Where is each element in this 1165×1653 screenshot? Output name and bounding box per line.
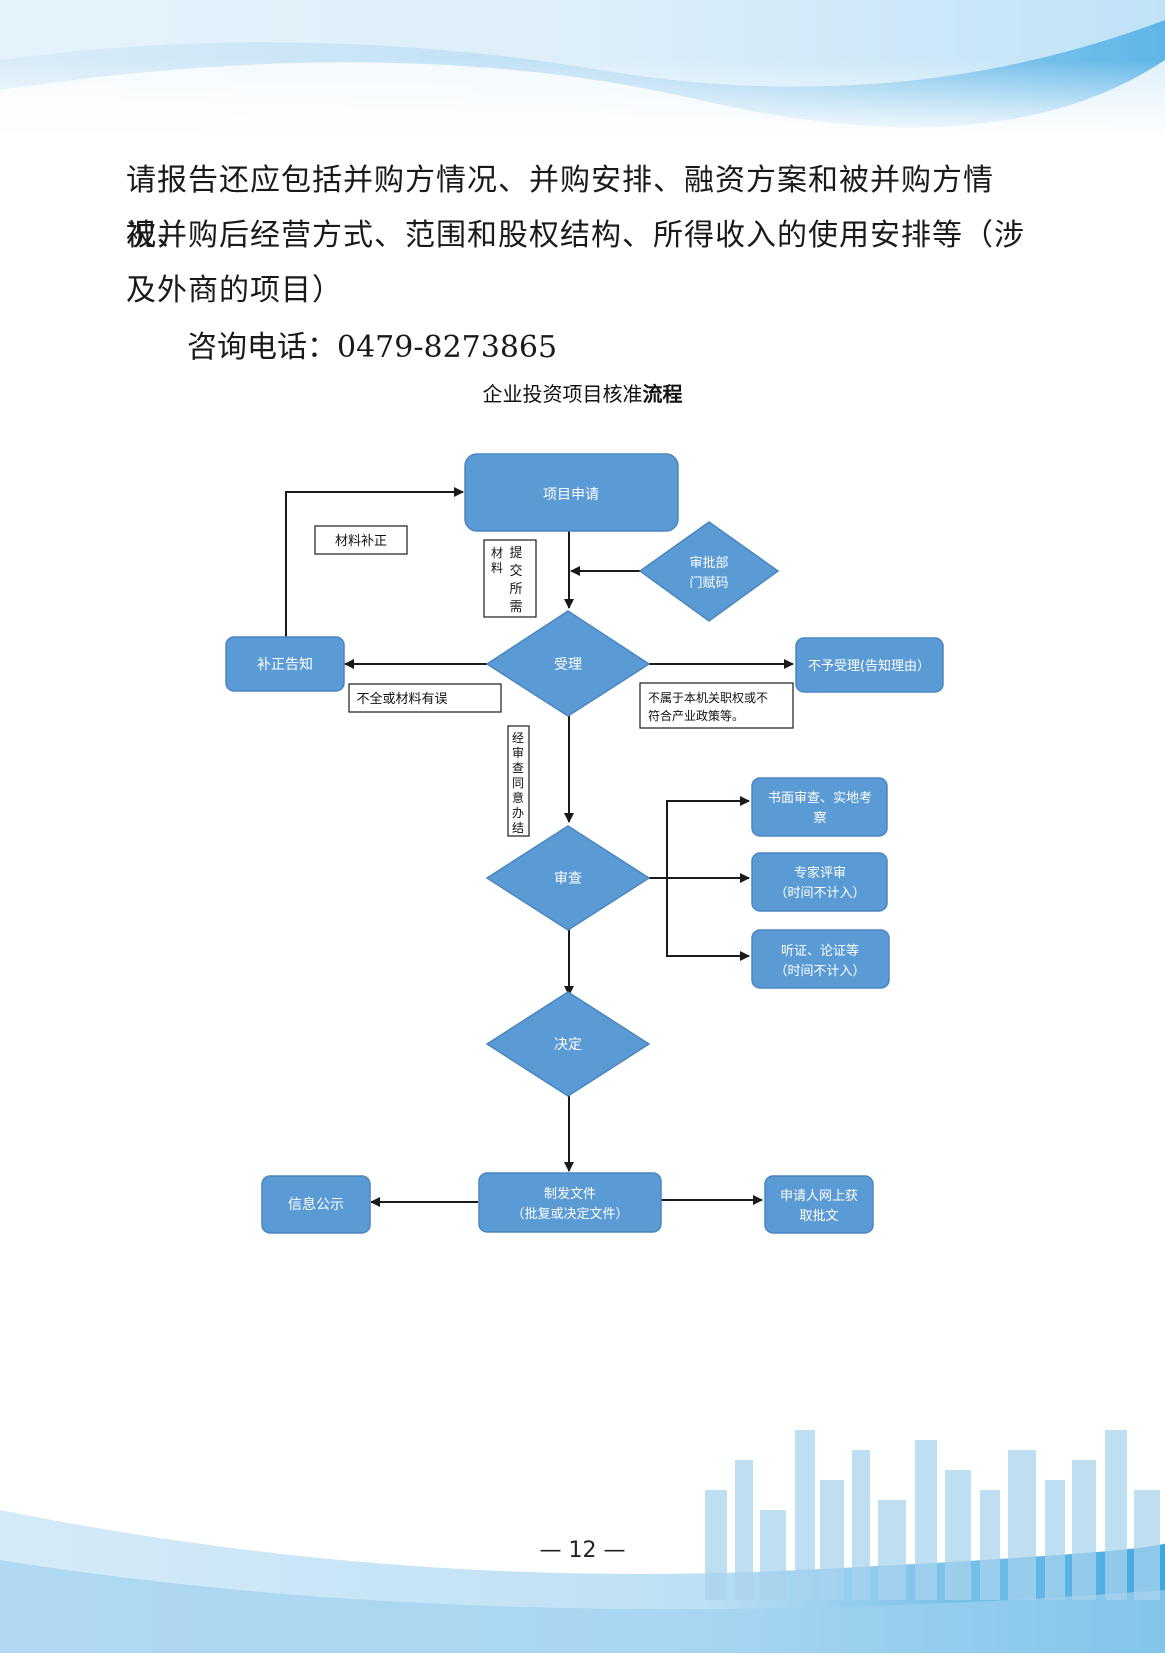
- node-accept-label: 受理: [554, 657, 582, 673]
- node-hearing-line: 听证、论证等: [781, 943, 859, 959]
- label-submit-char: 提: [509, 545, 522, 561]
- node-apply-label: 项目申请: [543, 487, 599, 503]
- node-publicity: 信息公示: [261, 1175, 371, 1234]
- flowchart-title-bold: 流程: [642, 382, 683, 406]
- node-issue-doc: 制发文件 （批复或决定文件）: [478, 1172, 662, 1233]
- node-review-label: 审查: [554, 871, 582, 887]
- node-hearing-line: （时间不计入）: [774, 964, 865, 979]
- paragraph-line: 及外商的项目）: [126, 273, 343, 308]
- header-decoration: [0, 0, 1165, 140]
- phone-number: 咨询电话：0479-8273865: [187, 330, 558, 365]
- label-accepted-char: 查: [512, 761, 524, 775]
- node-reject: 不予受理(告知理由）: [795, 637, 944, 693]
- node-issue-doc-line: （批复或决定文件）: [511, 1207, 628, 1222]
- flowchart: 项目申请 审批部 门赋码 受理 补正告知 不予受理(告知理由） 审查 书面审查、…: [225, 453, 944, 1234]
- node-expert-review: 专家评审 （时间不计入）: [751, 852, 888, 912]
- label-submit-char: 交: [509, 563, 522, 579]
- label-not-authority: 不属于本机关职权或不 符合产业政策等。: [639, 682, 794, 729]
- label-supplement-text: 材料补正: [335, 534, 387, 549]
- node-accept: 受理: [485, 610, 651, 717]
- label-accepted-char: 意: [512, 790, 524, 805]
- label-submit-side-char: 料: [491, 561, 503, 575]
- node-hearing: 听证、论证等 （时间不计入）: [751, 929, 890, 989]
- node-approval-dept: 审批部 门赋码: [638, 521, 780, 622]
- label-supplement: 材料补正: [314, 525, 408, 555]
- label-accepted-char: 结: [512, 821, 524, 835]
- node-approval-dept-line: 审批部: [689, 556, 728, 571]
- paragraph-line: 被并购后经营方式、范围和股权结构、所得收入的使用安排等（涉: [126, 218, 1025, 253]
- node-correction-notice: 补正告知: [225, 636, 345, 692]
- label-accepted: 经 审 查 同 意 办 结: [507, 725, 530, 837]
- label-not-authority-line: 不属于本机关职权或不: [648, 691, 768, 705]
- node-review: 审查: [485, 825, 651, 931]
- node-applicant-get-line: 取批文: [799, 1209, 838, 1224]
- label-submit: 提 交 所 需 材 料: [483, 539, 537, 618]
- node-decision-label: 决定: [554, 1037, 582, 1053]
- page-number: — 12 —: [539, 1538, 626, 1563]
- node-publicity-label: 信息公示: [288, 1196, 344, 1213]
- label-submit-side-char: 材: [491, 546, 503, 560]
- node-applicant-get: 申请人网上获 取批文: [764, 1175, 874, 1234]
- flowchart-title-main: 企业投资项目核准: [482, 382, 643, 406]
- connectors: [285, 487, 794, 1207]
- label-accepted-char: 审: [512, 745, 524, 760]
- node-issue-doc-line: 制发文件: [544, 1186, 596, 1202]
- label-submit-char: 需: [509, 600, 522, 615]
- node-written-review-line: 察: [813, 811, 826, 826]
- node-reject-label: 不予受理(告知理由）: [808, 658, 930, 674]
- node-written-review-line: 书面审查、实地考: [768, 791, 872, 806]
- node-approval-dept-line: 门赋码: [689, 576, 728, 591]
- node-applicant-get-line: 申请人网上获: [780, 1189, 858, 1204]
- label-incomplete-text: 不全或材料有误: [356, 691, 447, 707]
- label-not-authority-line: 符合产业政策等。: [648, 708, 744, 723]
- node-decision: 决定: [485, 991, 651, 1097]
- label-submit-char: 所: [509, 582, 522, 597]
- paragraph-line: 请报告还应包括并购方情况、并购安排、融资方案和被并购方情况、: [126, 163, 994, 253]
- node-correction-notice-label: 补正告知: [257, 656, 313, 673]
- node-expert-review-line: 专家评审: [794, 865, 846, 881]
- label-incomplete: 不全或材料有误: [348, 683, 502, 713]
- label-accepted-char: 同: [512, 776, 524, 790]
- node-expert-review-line: （时间不计入）: [774, 886, 865, 901]
- label-accepted-char: 经: [512, 731, 524, 745]
- footer-decoration: [0, 1430, 1165, 1653]
- label-accepted-char: 办: [512, 805, 524, 820]
- flowchart-title: 企业投资项目核准流程: [0, 378, 1165, 407]
- node-apply: 项目申请: [464, 453, 679, 532]
- node-written-review: 书面审查、实地考 察: [751, 777, 888, 837]
